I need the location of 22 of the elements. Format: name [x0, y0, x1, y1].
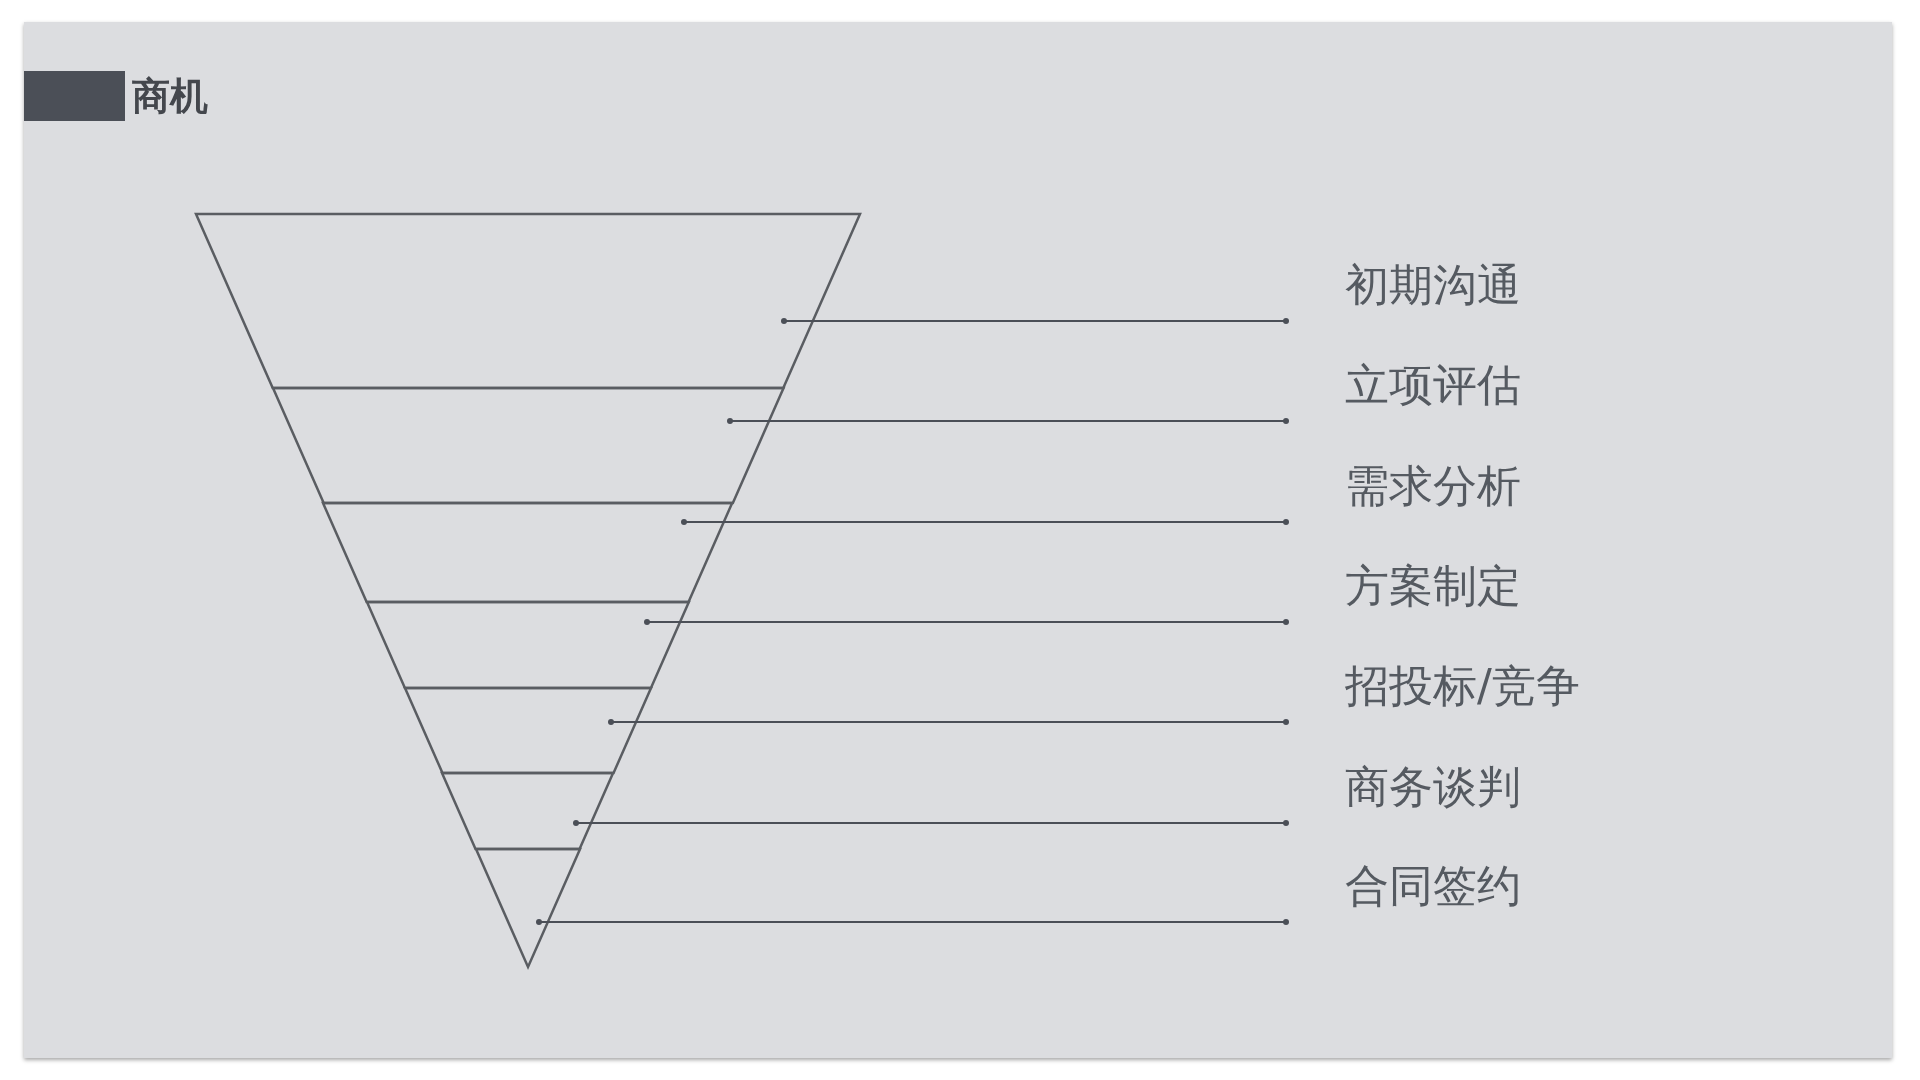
funnel-segment [196, 214, 860, 388]
stage-label: 合同签约 [1345, 860, 1521, 912]
leader-line [644, 619, 1289, 625]
stage-label: 招投标/竞争 [1345, 660, 1580, 712]
leader-line [608, 719, 1289, 725]
funnel-segment [323, 503, 733, 602]
funnel-segment [442, 773, 614, 849]
funnel-segment [405, 688, 651, 773]
stage-label: 商务谈判 [1345, 761, 1521, 813]
stage-label: 初期沟通 [1345, 259, 1521, 311]
funnel-segment [367, 602, 689, 688]
leader-line [573, 820, 1289, 826]
leader-line [536, 919, 1289, 925]
leader-line [781, 318, 1289, 324]
funnel-segment [272, 388, 784, 503]
leader-line [727, 418, 1289, 424]
slide-title: 商机 [24, 71, 208, 121]
leader-line [681, 519, 1289, 525]
stage-label: 需求分析 [1345, 460, 1521, 512]
funnel-segment [475, 849, 580, 967]
stage-label: 立项评估 [1345, 359, 1521, 411]
stage-label: 方案制定 [1345, 560, 1521, 612]
